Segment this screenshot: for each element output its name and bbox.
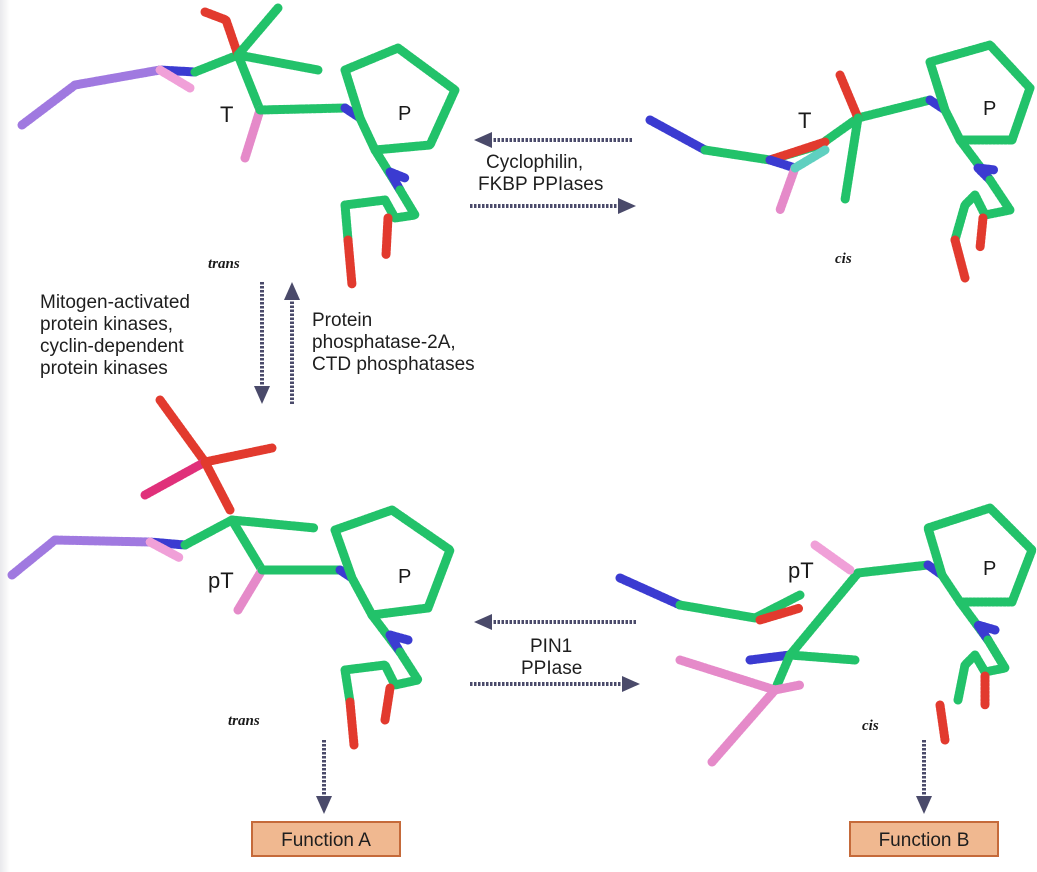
top-enzyme-line-1: Cyclophilin, <box>486 152 583 173</box>
kinases-label: Mitogen-activated protein kinases, cycli… <box>40 292 195 379</box>
bottom-enzyme-line-2: PPIase <box>521 658 582 679</box>
label-pt-bottom-right: pT <box>788 558 814 583</box>
bottom-enzyme-label: PIN1 PPIase <box>521 636 582 679</box>
label-t-top-right: T <box>798 108 811 133</box>
top-enzyme-label: Cyclophilin, FKBP PPIases <box>478 152 603 195</box>
function-arrows <box>316 740 932 814</box>
label-t-top-left: T <box>220 102 233 127</box>
kinases-line-1: Mitogen-activated <box>40 292 190 313</box>
left-edge-strip <box>0 0 10 872</box>
label-p-bottom-right: P <box>983 558 996 580</box>
molecule-trans-tp <box>17 3 460 290</box>
label-cis-top: cis <box>835 251 852 267</box>
phosphatases-line-3: CTD phosphatases <box>312 354 475 375</box>
function-b-box <box>849 821 999 857</box>
top-equilibrium-arrows <box>470 132 636 214</box>
function-a-label: Function A <box>281 830 371 851</box>
kinases-line-2: protein kinases, <box>40 314 173 335</box>
molecule-cis-tp <box>645 40 1035 283</box>
bottom-enzyme-line-1: PIN1 <box>530 636 572 657</box>
molecule-cis-ptp <box>615 503 1037 767</box>
kinases-line-3: cyclin-dependent <box>40 336 184 357</box>
function-b-label: Function B <box>879 830 970 851</box>
phosphatases-line-2: phosphatase-2A, <box>312 332 456 353</box>
label-p-top-left: P <box>398 103 411 125</box>
molecule-trans-ptp <box>7 395 455 750</box>
label-p-bottom-left: P <box>398 566 411 588</box>
top-enzyme-line-2: FKBP PPIases <box>478 174 603 195</box>
label-pt-bottom-left: pT <box>208 568 234 593</box>
kinases-line-4: protein kinases <box>40 358 168 379</box>
bottom-equilibrium-arrows <box>470 614 640 692</box>
phosphatases-line-1: Protein <box>312 310 372 331</box>
label-p-top-right: P <box>983 98 996 120</box>
vertical-arrows <box>254 282 300 404</box>
function-a-box <box>251 821 401 857</box>
label-trans-bottom: trans <box>228 713 260 729</box>
label-trans-top: trans <box>208 256 240 272</box>
label-cis-bottom: cis <box>862 718 879 734</box>
phosphatases-label: Protein phosphatase-2A, CTD phosphatases <box>312 310 475 375</box>
